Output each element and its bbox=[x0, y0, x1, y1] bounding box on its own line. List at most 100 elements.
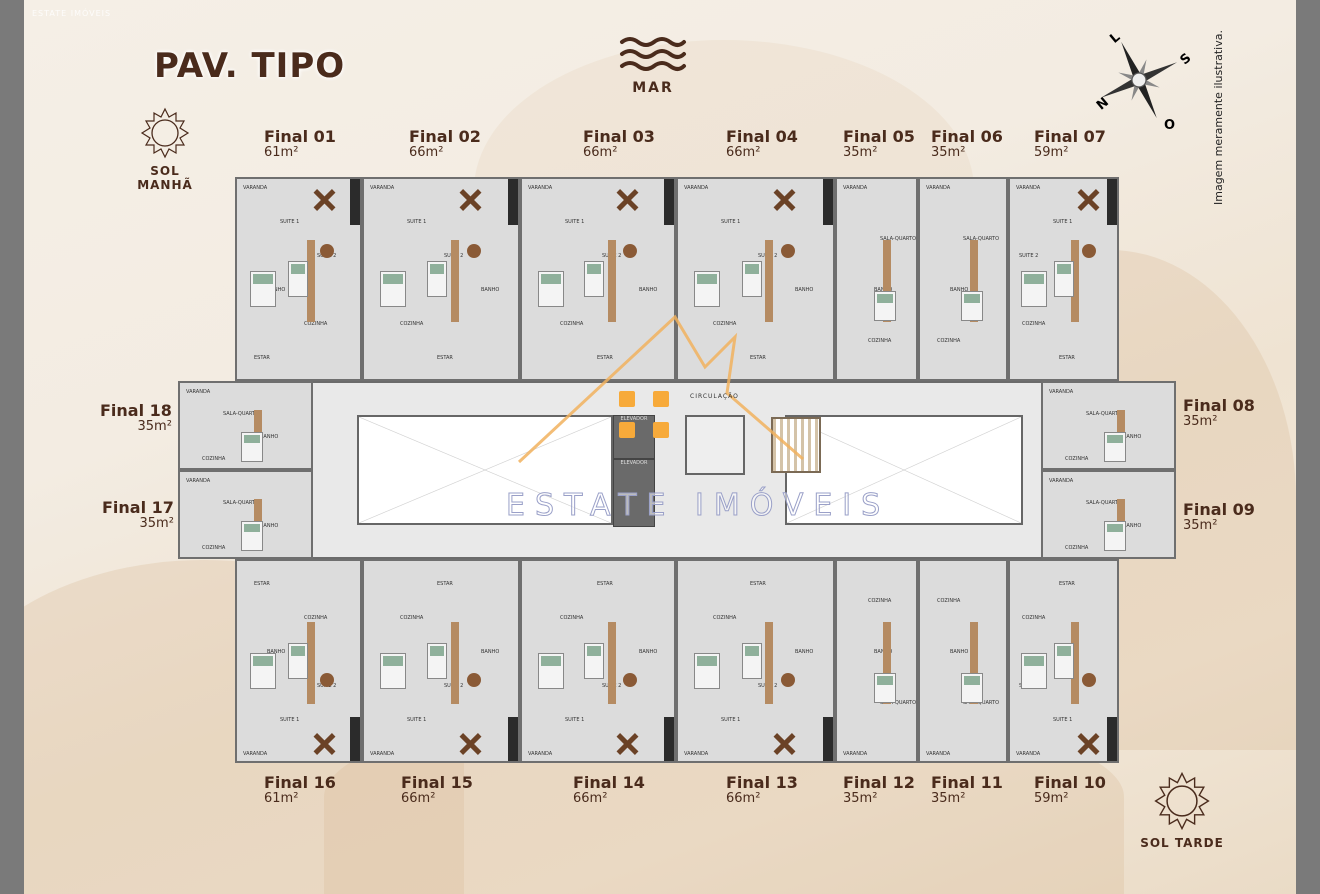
room-label: COZINHA bbox=[1065, 455, 1089, 462]
right-border bbox=[1296, 0, 1320, 894]
room-label: BANHO bbox=[1123, 433, 1142, 440]
sun-afternoon-label: SOL TARDE bbox=[1140, 836, 1224, 850]
waves-icon bbox=[620, 37, 686, 71]
bed bbox=[537, 270, 564, 307]
wood-panel bbox=[254, 498, 263, 535]
logo-lines bbox=[517, 314, 804, 464]
unit-name: Final 10 bbox=[1034, 773, 1106, 792]
room-label: SALA-QUARTO bbox=[880, 700, 917, 706]
unit-area: 35m² bbox=[931, 791, 966, 806]
sun-morning-label: SOL MANHÃ bbox=[137, 164, 193, 192]
room-label: VARANDA bbox=[1016, 185, 1041, 191]
sea-indicator: MAR bbox=[618, 36, 688, 96]
room-label: COZINHA bbox=[868, 598, 892, 604]
bed bbox=[584, 642, 605, 679]
staircase bbox=[771, 417, 821, 473]
logo-square bbox=[619, 422, 635, 438]
unit-name: Final 18 bbox=[100, 401, 172, 420]
room-label: COZINHA bbox=[400, 615, 424, 621]
room-label: BANHO bbox=[639, 649, 658, 655]
room-label: COZINHA bbox=[1022, 615, 1046, 621]
unit-name: Final 08 bbox=[1183, 396, 1255, 415]
room-label: BANHO bbox=[260, 522, 279, 529]
shaft bbox=[350, 179, 360, 225]
wood-panel bbox=[882, 240, 891, 322]
logo-square bbox=[653, 422, 669, 438]
room-label: SALA-QUARTO bbox=[1086, 411, 1123, 418]
elevator-2: ELEVADOR bbox=[613, 459, 655, 527]
shaft bbox=[664, 179, 674, 225]
watermark-center: ESTATE IMÓVEIS bbox=[505, 488, 891, 524]
logo-square bbox=[653, 391, 669, 407]
circulation-label: CIRCULAÇÃO bbox=[690, 393, 739, 400]
elevator-label: ELEVADOR bbox=[620, 416, 648, 422]
wood-panel bbox=[1117, 498, 1126, 535]
bed bbox=[1103, 520, 1126, 551]
dining-table bbox=[623, 244, 638, 259]
shaft bbox=[823, 179, 833, 225]
room-label: ESTAR bbox=[437, 581, 453, 587]
bed bbox=[287, 260, 308, 297]
bed bbox=[1103, 431, 1126, 462]
sea-label: MAR bbox=[632, 80, 674, 96]
bed bbox=[240, 431, 263, 462]
wood-panel bbox=[882, 622, 891, 704]
compass-n: N bbox=[1094, 95, 1112, 113]
dining-table bbox=[466, 244, 481, 259]
unit-name: Final 17 bbox=[102, 498, 174, 517]
unit-name: Final 13 bbox=[726, 773, 798, 792]
room-label: VARANDA bbox=[186, 389, 211, 395]
shaft-room bbox=[685, 415, 745, 475]
unit-name: Final 01 bbox=[264, 127, 336, 146]
bed bbox=[1054, 642, 1075, 679]
dining-table bbox=[319, 244, 334, 259]
room-label: VARANDA bbox=[1016, 751, 1041, 757]
room-label: VARANDA bbox=[528, 185, 553, 191]
room-label: VARANDA bbox=[370, 185, 395, 191]
room-label: ESTAR bbox=[750, 581, 766, 587]
room-label: BANHO bbox=[795, 287, 814, 293]
room-label: COZINHA bbox=[1065, 544, 1089, 551]
room-label: COZINHA bbox=[202, 544, 226, 551]
unit-area: 66m² bbox=[409, 145, 444, 160]
bed bbox=[960, 291, 983, 322]
wood-panel bbox=[607, 622, 616, 704]
unit-area: 35m² bbox=[137, 419, 172, 434]
room-label: COZINHA bbox=[400, 321, 424, 327]
sun-icon bbox=[1154, 771, 1210, 831]
wood-panel bbox=[607, 240, 616, 322]
room-label: BANHO bbox=[795, 649, 814, 655]
room-label: BANHO bbox=[1123, 522, 1142, 529]
room-label: SALA-QUARTO bbox=[223, 411, 260, 418]
room-label: COZINHA bbox=[560, 321, 584, 327]
wood-panel bbox=[1117, 409, 1126, 446]
room-label: BANHO bbox=[481, 649, 500, 655]
disclaimer: Imagem meramente ilustrativa. bbox=[1212, 30, 1225, 205]
bed bbox=[874, 291, 897, 322]
room-label: VARANDA bbox=[926, 185, 951, 191]
unit-area: 35m² bbox=[139, 516, 174, 531]
unit-area: 66m² bbox=[583, 145, 618, 160]
bed bbox=[427, 260, 448, 297]
room-label: SUITE 1 bbox=[1053, 717, 1073, 723]
room-label: BANHO bbox=[481, 287, 500, 293]
room-label: VARANDA bbox=[243, 185, 268, 191]
room-label: ESTAR bbox=[437, 355, 453, 361]
